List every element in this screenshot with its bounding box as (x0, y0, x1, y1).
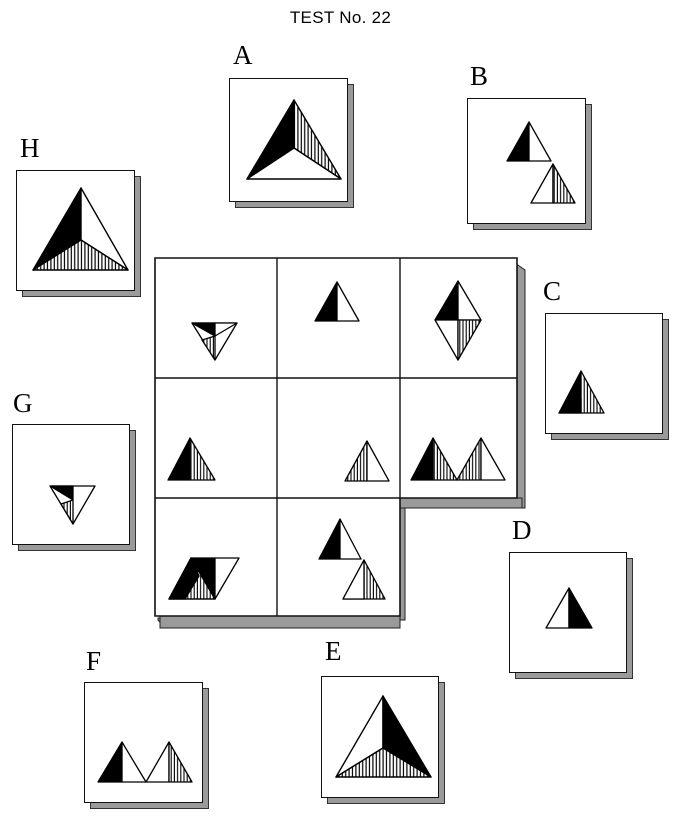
option-d-label: D (512, 515, 532, 545)
page-title: TEST No. 22 (289, 8, 392, 27)
cell-r2c1 (167, 437, 216, 481)
option-a-card[interactable] (229, 78, 354, 208)
option-a-label: A (233, 40, 253, 70)
matrix-shadow-bottom (159, 615, 401, 629)
cell-r1c2 (314, 281, 360, 322)
matrix-shadow-step (399, 497, 523, 509)
cell-r2c3 (410, 437, 506, 481)
option-g-figure (49, 485, 96, 525)
option-g-label: G (13, 388, 33, 418)
option-f-figure (97, 741, 193, 783)
option-e-card[interactable] (321, 676, 445, 804)
cell-r3c2 (318, 518, 386, 600)
matrix-figure (154, 257, 526, 629)
option-h-figure (32, 187, 129, 271)
cell-r3c1 (168, 557, 240, 600)
cell-r1c3 (434, 280, 482, 361)
option-d-card[interactable] (509, 552, 633, 679)
option-d-figure (545, 587, 593, 629)
option-f-card[interactable] (84, 682, 209, 809)
option-b-figure (506, 121, 576, 204)
cell-r2c2 (344, 440, 390, 482)
option-h-label: H (20, 133, 40, 163)
option-c-card[interactable] (545, 313, 669, 440)
option-a-figure (246, 99, 342, 180)
option-c-figure (558, 370, 605, 414)
option-e-figure (335, 695, 432, 778)
option-b-label: B (470, 61, 489, 91)
option-h-card[interactable] (16, 170, 141, 297)
option-e-label: E (325, 636, 342, 666)
option-b-card[interactable] (467, 98, 592, 230)
option-g-card[interactable] (12, 424, 136, 551)
cell-r1c1 (191, 322, 238, 361)
option-c-label: C (543, 276, 562, 306)
option-f-label: F (86, 646, 102, 676)
puzzle-matrix (154, 257, 526, 630)
